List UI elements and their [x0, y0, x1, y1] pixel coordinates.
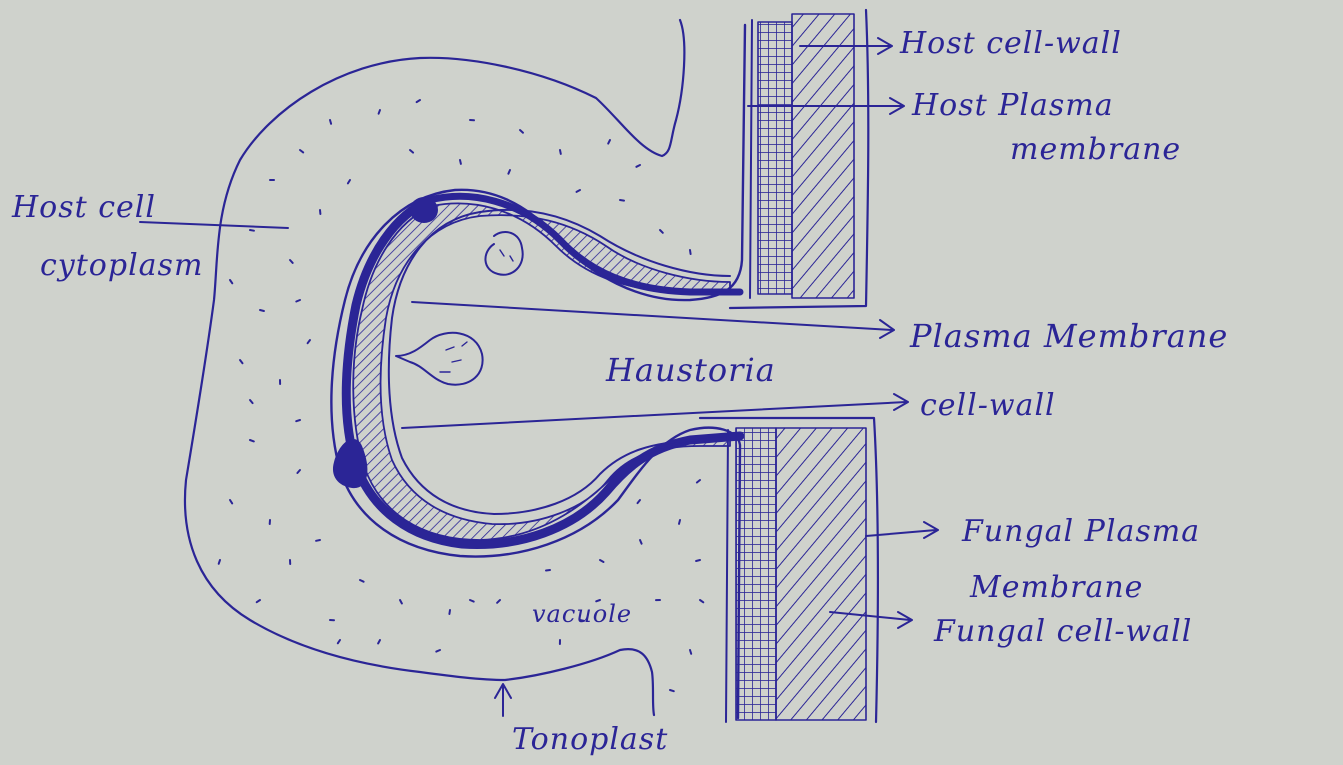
- stipple-dot: [250, 440, 254, 441]
- stipple-dot: [297, 470, 300, 473]
- stipple-dot: [330, 120, 331, 124]
- stipple-dot: [679, 520, 680, 524]
- stipple-dot: [436, 650, 440, 652]
- stipple-dot: [508, 170, 510, 174]
- stipple-dot: [410, 150, 413, 153]
- stipple-dot: [308, 340, 310, 343]
- label-host-cell-wall: Host cell-wall: [900, 26, 1122, 62]
- stipple-dot: [546, 570, 550, 571]
- label-tonoplast: Tonoplast: [512, 722, 668, 758]
- label-fungal-plasma-membrane-1: Fungal Plasma: [962, 514, 1200, 550]
- label-fungal-cell-wall: Fungal cell-wall: [934, 614, 1192, 650]
- stipple-dot: [700, 600, 703, 602]
- stipple-dot: [620, 200, 624, 201]
- stipple-dot: [636, 165, 640, 167]
- label-host-plasma-membrane-2: membrane: [1010, 132, 1181, 168]
- host-wall-line-top: [750, 20, 752, 298]
- label-plasma-membrane: Plasma Membrane: [910, 318, 1228, 354]
- vesicle-granule: [452, 360, 461, 362]
- stipple-dot: [348, 180, 350, 183]
- stipple-dot: [250, 400, 253, 403]
- stipple-dot: [640, 540, 642, 544]
- host-wall-diag-bottom: [776, 428, 866, 720]
- stipple-dot: [260, 310, 264, 311]
- pointer-host-cytoplasm: [140, 222, 288, 228]
- stipple-dot: [219, 560, 220, 564]
- stipple-dot: [296, 300, 300, 302]
- stipple-dot: [296, 420, 300, 421]
- stipple-dot: [470, 600, 474, 602]
- host-wall-crosshatch-top: [758, 22, 792, 294]
- stipple-dot: [577, 190, 581, 192]
- stipple-dot: [638, 500, 641, 503]
- label-host-cell-cytoplasm-2: cytoplasm: [40, 248, 203, 284]
- label-cell-wall: cell-wall: [920, 388, 1056, 424]
- host-wall-diag-top: [792, 14, 854, 298]
- stipple-dot: [460, 160, 461, 164]
- vesicle-granule: [446, 347, 454, 350]
- stipple-dot: [608, 140, 610, 144]
- vesicle-middle: [396, 333, 483, 385]
- stipple-dot: [696, 560, 700, 561]
- stipple-dot: [697, 480, 700, 483]
- host-wall-crosshatch-bottom: [736, 428, 776, 720]
- stipple-dot: [560, 150, 561, 154]
- label-haustoria: Haustoria: [606, 352, 776, 388]
- stipple-dot: [520, 130, 523, 133]
- junction-blob-top: [410, 197, 438, 223]
- stipple-dot: [360, 580, 364, 582]
- label-vacuole: vacuole: [532, 596, 632, 632]
- host-wall-line-bottom: [726, 430, 728, 722]
- stipple-dot: [338, 640, 340, 643]
- stipple-dot: [257, 600, 260, 602]
- stipple-dot: [600, 560, 604, 562]
- stipple-dot: [690, 650, 691, 654]
- stipple-dot: [379, 110, 380, 114]
- stipple-dot: [316, 540, 320, 541]
- vesicle-granule: [500, 250, 504, 256]
- stipple-dot: [230, 500, 232, 503]
- stipple-dot: [230, 280, 232, 283]
- arrow-cell-wall: [402, 394, 908, 428]
- label-host-cell-cytoplasm-1: Host cell: [12, 190, 156, 226]
- label-host-plasma-membrane-1: Host Plasma: [912, 88, 1114, 124]
- vesicle-granule: [510, 256, 513, 261]
- stipple-dot: [250, 230, 254, 231]
- stipple-dot: [497, 600, 500, 603]
- vesicle-top: [485, 232, 522, 275]
- stipple-dot: [417, 100, 420, 102]
- arrow-tonoplast: [495, 684, 511, 716]
- stipple-dot: [378, 640, 380, 644]
- stipple-dot: [400, 600, 402, 604]
- stipple-dot: [300, 150, 303, 152]
- stipple-dot: [290, 260, 293, 263]
- vesicle-granule: [462, 342, 467, 346]
- stipple-dot: [690, 250, 691, 254]
- label-fungal-plasma-membrane-2: Membrane: [970, 570, 1143, 606]
- stipple-dot: [670, 690, 674, 691]
- stipple-dot: [449, 610, 450, 614]
- stipple-dot: [240, 360, 243, 363]
- stipple-dot: [660, 230, 663, 233]
